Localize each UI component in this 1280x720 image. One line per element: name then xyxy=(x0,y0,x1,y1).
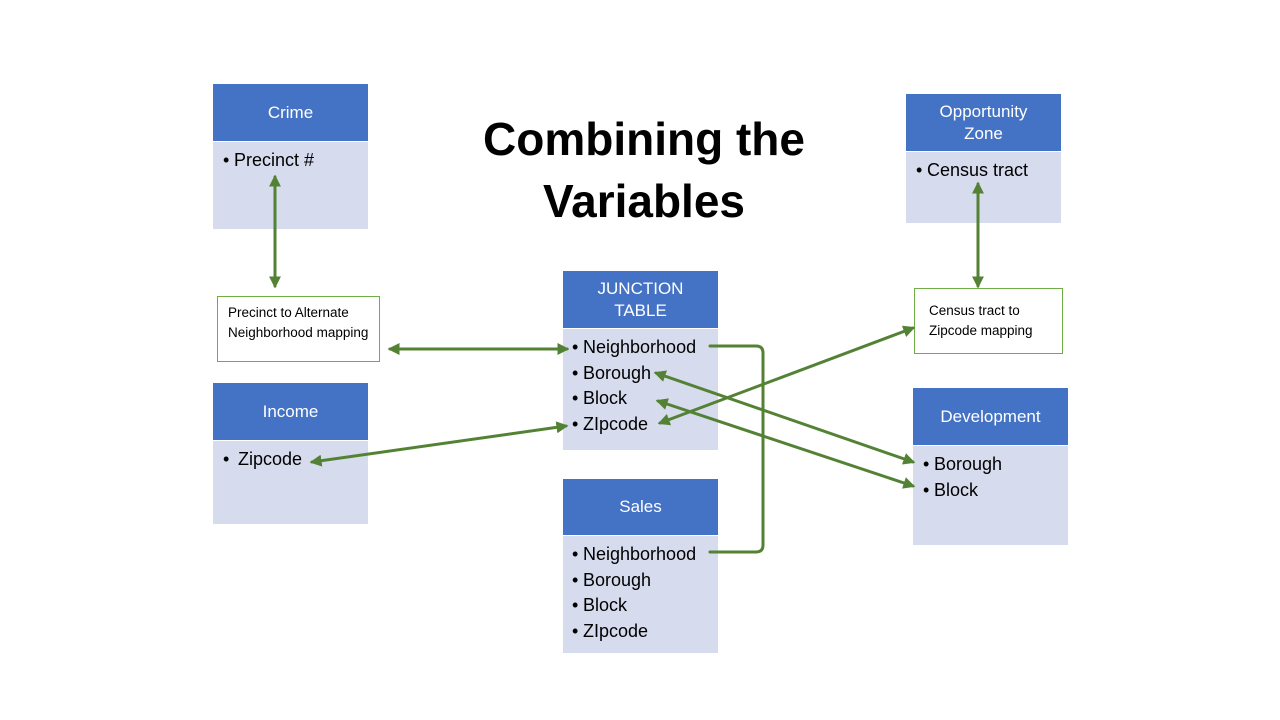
field-item: •Census tract xyxy=(916,160,1029,180)
entity-opportunity-zone-header: Opportunity Zone xyxy=(906,94,1061,151)
precinct-mapping-box: Precinct to Alternate Neighborhood mappi… xyxy=(217,296,380,362)
field-item: •Zipcode xyxy=(223,449,303,469)
field-item: •Block xyxy=(923,479,979,500)
entity-crime-body: •Precinct # xyxy=(213,142,368,229)
field-item: •ZIpcode xyxy=(572,620,649,641)
arrow-zipcode-census xyxy=(657,325,916,426)
entity-junction-table-header: JUNCTION TABLE xyxy=(563,271,718,328)
entity-crime: Crime •Precinct # xyxy=(213,84,368,229)
field-item: •Precinct # xyxy=(223,150,315,170)
entity-income: Income •Zipcode xyxy=(213,383,368,524)
field-item: •ZIpcode xyxy=(572,413,649,434)
census-mapping-box: Census tract to Zipcode mapping xyxy=(914,288,1063,354)
entity-sales-body: •Neighborhood •Borough •Block •ZIpcode xyxy=(563,536,718,653)
entity-development-body: •Borough •Block xyxy=(913,446,1068,545)
field-item: •Block xyxy=(572,388,628,408)
field-item: •Block xyxy=(572,595,628,615)
field-item: •Borough xyxy=(572,569,652,590)
field-item: •Neighborhood xyxy=(572,544,697,564)
field-item: •Borough xyxy=(923,454,1003,474)
entity-crime-header: Crime xyxy=(213,84,368,141)
diagram-title: Combining the Variables xyxy=(483,113,805,227)
field-item: •Borough xyxy=(572,362,652,383)
entity-development: Development •Borough •Block xyxy=(913,388,1068,545)
arrow-borough-development xyxy=(653,370,916,465)
arrow-income-zipcode xyxy=(309,421,569,467)
arrow-block-development xyxy=(655,398,916,489)
entity-junction-table: JUNCTION TABLE •Neighborhood •Borough •B… xyxy=(563,271,718,450)
connector-neighborhood-sales xyxy=(708,344,765,554)
entity-development-header: Development xyxy=(913,388,1068,445)
entity-income-body: •Zipcode xyxy=(213,441,368,524)
